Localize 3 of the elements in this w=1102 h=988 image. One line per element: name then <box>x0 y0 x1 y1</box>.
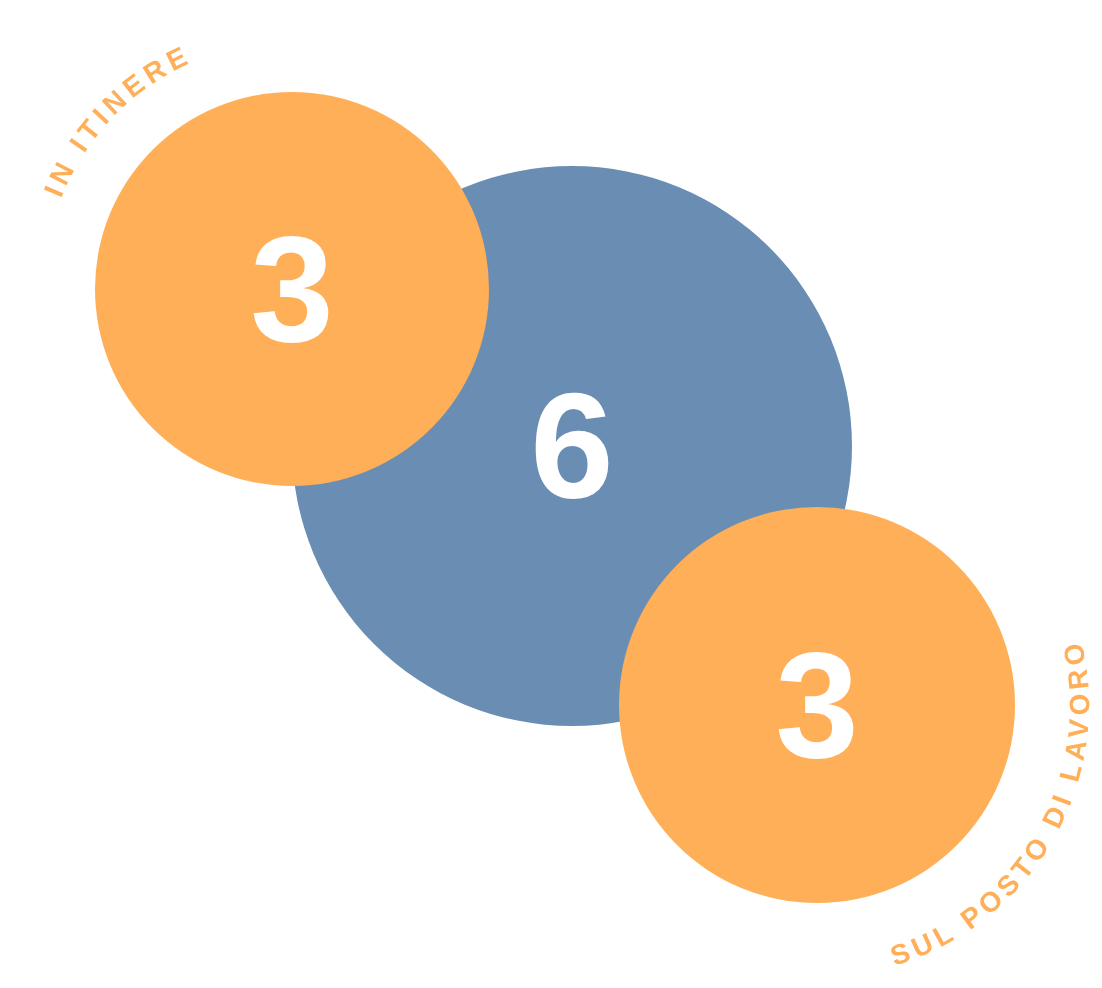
number-label: 6 <box>530 371 614 521</box>
number-label: 3 <box>775 630 859 780</box>
number-label: 3 <box>250 214 334 364</box>
